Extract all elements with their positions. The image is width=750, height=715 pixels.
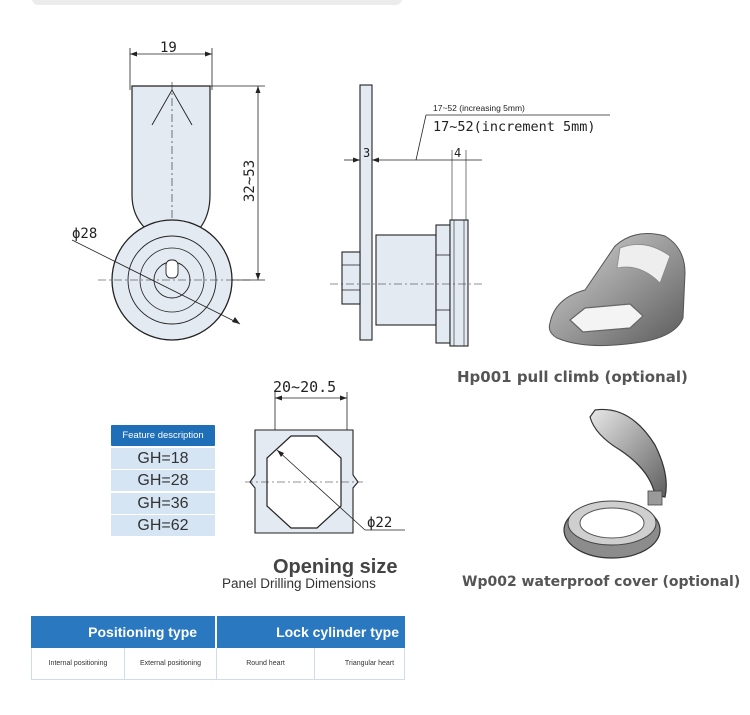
front-diameter-label: ϕ28: [72, 226, 97, 242]
waterproof-cover-image: [563, 408, 667, 559]
opening-size-drawing: 20~20.5 ϕ22: [245, 378, 405, 534]
feature-row: GH=28: [111, 470, 215, 491]
pull-climb-image: [548, 233, 686, 347]
front-height-label: 32~53: [242, 160, 258, 202]
side-view-drawing: 3 4 17~52 (increasing 5mm) 17~52(increme…: [330, 84, 610, 347]
type-cell: Round heart: [217, 648, 315, 679]
side-length-label: 17~52(increment 5mm): [433, 119, 596, 135]
type-cell: Triangular heart: [344, 659, 395, 667]
opening-size-title: Opening size: [273, 556, 398, 578]
top-scroll-bar: [32, 0, 402, 5]
opening-diameter-label: ϕ22: [367, 515, 392, 531]
lock-cylinder-type-header: Lock cylinder type: [217, 616, 405, 648]
feature-row: GH=18: [111, 447, 215, 469]
front-width-label: 19: [160, 40, 177, 56]
side-thickness-label: 3: [363, 146, 370, 160]
feature-table: Feature description GH=18 GH=28 GH=36 GH…: [111, 425, 215, 536]
feature-row: GH=62: [111, 515, 215, 536]
side-length-note: 17~52 (increasing 5mm): [433, 103, 525, 113]
opening-width-label: 20~20.5: [273, 378, 336, 396]
positioning-type-header: Positioning type: [31, 616, 216, 648]
feature-row: GH=36: [111, 492, 215, 514]
type-cell: Internal positioning: [32, 648, 125, 679]
type-cell: External positioning: [125, 648, 217, 679]
type-table: Positioning type Lock cylinder type Inte…: [31, 616, 405, 680]
feature-table-header: Feature description: [111, 425, 215, 446]
side-offset-label: 4: [454, 146, 461, 160]
panel-drilling-subtitle: Panel Drilling Dimensions: [222, 576, 376, 591]
pull-climb-caption: Hp001 pull climb (optional): [457, 368, 688, 386]
waterproof-cover-caption: Wp002 waterproof cover (optional): [462, 574, 741, 590]
front-view-drawing: 19 32~53 ϕ28: [71, 40, 265, 341]
